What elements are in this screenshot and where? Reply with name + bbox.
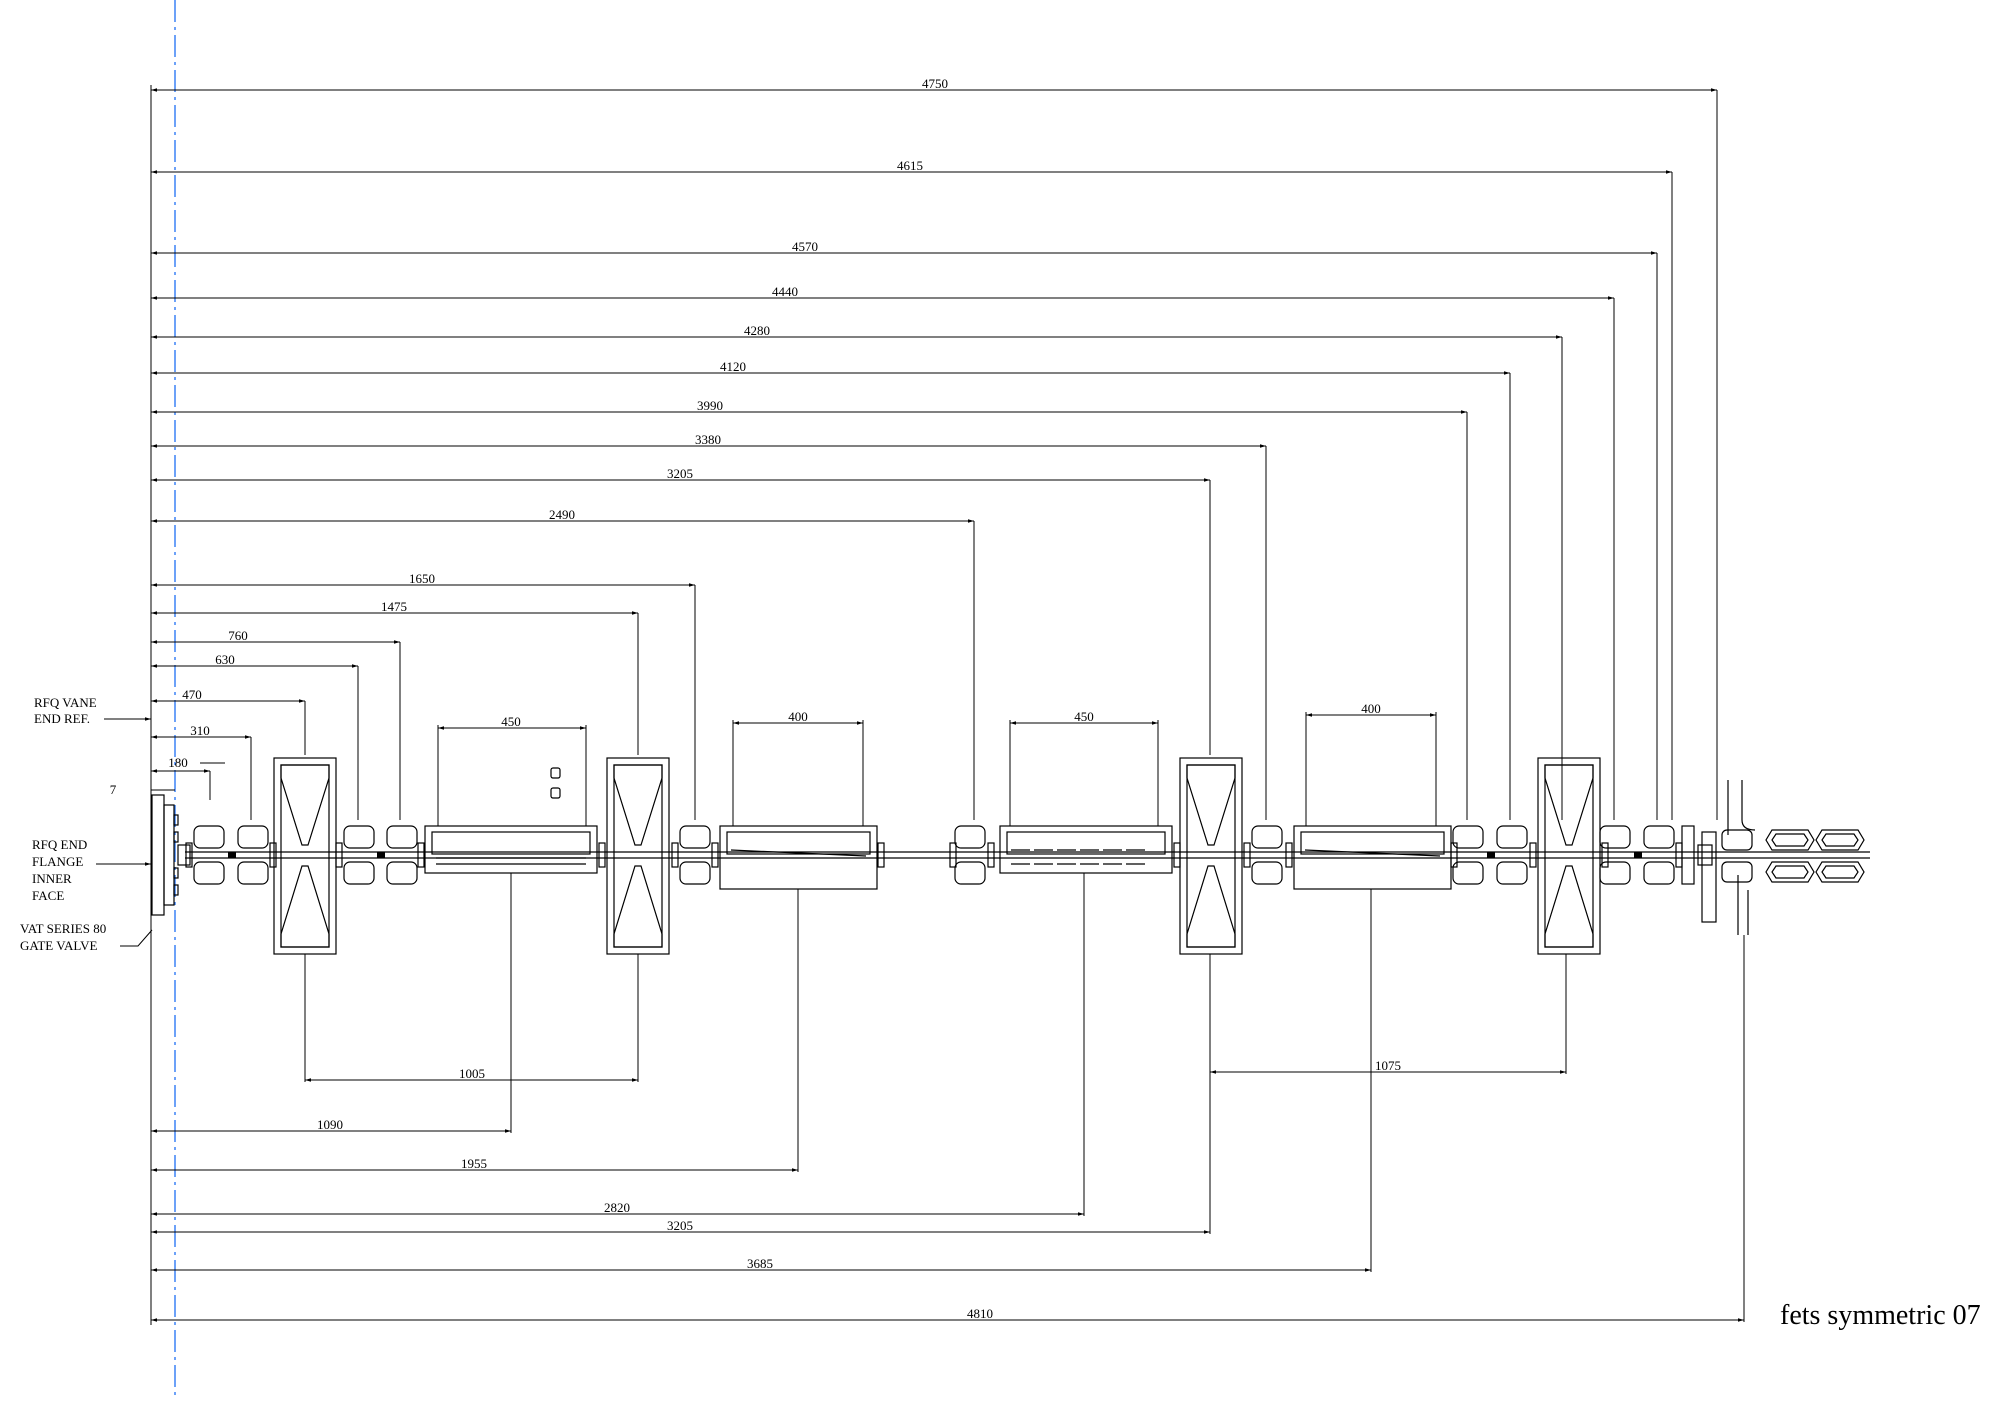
quad-pair-1 [193, 825, 269, 885]
dim-4440: 4440 [772, 284, 798, 299]
quad-single-5 [1251, 825, 1283, 885]
left-annotations: RFQ VANE END REF. RFQ END FLANGE INNER F… [20, 695, 153, 953]
dim-4120: 4120 [720, 359, 746, 374]
rfq-flange-label-4: FACE [32, 888, 64, 903]
rebuncher-cavity-1 [273, 757, 337, 955]
span-400-b: 400 [1361, 701, 1381, 716]
chopper-2 [999, 825, 1173, 874]
beamline [151, 757, 1870, 955]
flanges [185, 842, 1683, 868]
rfq-vane-label-1: RFQ VANE [34, 695, 97, 710]
rfq-vane-label-2: END REF. [34, 711, 90, 726]
rfq-flange-label-2: FLANGE [32, 854, 83, 869]
span-400-a: 400 [788, 709, 808, 724]
bottom-dimensions [151, 873, 1745, 1322]
gate-valve [151, 794, 165, 916]
dim-3380: 3380 [695, 432, 721, 447]
dim-2820: 2820 [604, 1200, 630, 1215]
dim-4750: 4750 [922, 76, 948, 91]
quad-pair-2 [343, 825, 418, 885]
quad-pair-6 [1452, 825, 1528, 885]
dim-2490: 2490 [549, 507, 575, 522]
span-dimension-labels: 450 400 450 400 [501, 701, 1381, 729]
dim-3205-bottom: 3205 [667, 1218, 693, 1233]
rfq-flange-label-3: INNER [32, 871, 72, 886]
top-dimension-labels: 4750 4615 4570 4440 4280 4120 3990 3380 … [110, 76, 948, 797]
dim-1090: 1090 [317, 1117, 343, 1132]
dim-4810: 4810 [967, 1306, 993, 1321]
drawing-caption: fets symmetric 07 [1780, 1300, 1981, 1331]
span-dimensions [437, 712, 1437, 826]
dim-4570: 4570 [792, 239, 818, 254]
rfq-flange-label-1: RFQ END [32, 837, 87, 852]
dim-470: 470 [182, 687, 202, 702]
dim-4615: 4615 [897, 158, 923, 173]
top-dimensions [151, 88, 1718, 820]
gate-valve-label-1: VAT SERIES 80 [20, 921, 106, 936]
dim-4280: 4280 [744, 323, 770, 338]
dim-1955: 1955 [461, 1156, 487, 1171]
dim-1005: 1005 [459, 1066, 485, 1081]
dim-180: 180 [168, 755, 188, 770]
dim-3685: 3685 [747, 1256, 773, 1271]
dim-1075: 1075 [1375, 1058, 1401, 1073]
rebuncher-cavity-2 [606, 757, 670, 955]
dim-310: 310 [190, 723, 210, 738]
chopper-1 [424, 767, 598, 874]
bottom-dimension-labels: 1005 1075 1090 1955 2820 3205 3685 4810 [317, 1058, 1401, 1321]
span-450-b: 450 [1074, 709, 1094, 724]
dim-630: 630 [215, 652, 235, 667]
quad-single-3 [679, 825, 711, 885]
end-section [1681, 780, 1865, 935]
dim-3205: 3205 [667, 466, 693, 481]
dim-7: 7 [110, 782, 117, 797]
rebuncher-cavity-3 [1179, 757, 1243, 955]
gate-valve-label-2: GATE VALVE [20, 938, 97, 953]
dim-3990: 3990 [697, 398, 723, 413]
dim-760: 760 [228, 628, 248, 643]
dim-1475: 1475 [381, 599, 407, 614]
span-450-a: 450 [501, 714, 521, 729]
rebuncher-cavity-4 [1537, 757, 1601, 955]
quad-single-4 [954, 825, 986, 885]
dim-1650: 1650 [409, 571, 435, 586]
bellows-blocks [228, 852, 1642, 858]
